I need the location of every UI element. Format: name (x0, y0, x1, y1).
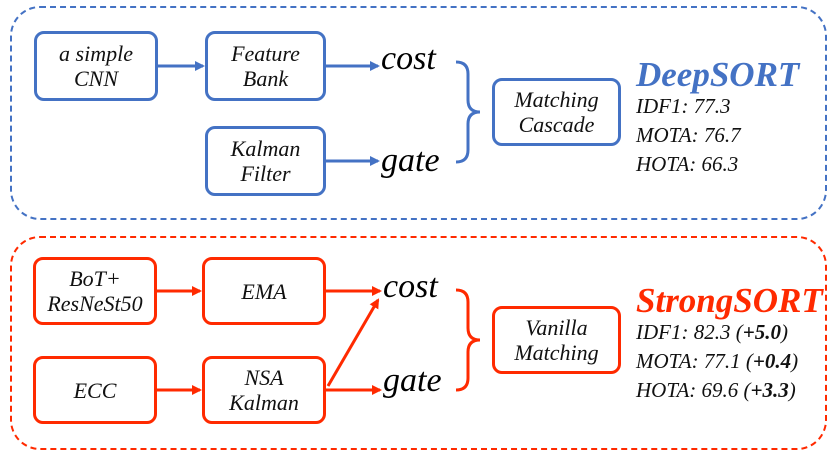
strongsort-gate-label: gate (383, 362, 442, 399)
deepsort-metric-idf1: IDF1: 77.3 (636, 94, 731, 118)
strongsort-cost-label: cost (383, 268, 438, 305)
strongsort-metrics: IDF1: 82.3 (+5.0) MOTA: 77.1 (+0.4) HOTA… (636, 318, 798, 405)
arrow-nsa-to-cost (326, 298, 380, 387)
matching-cascade-box: Matching Cascade (492, 78, 621, 146)
deepsort-cost-label: cost (381, 40, 436, 77)
deepsort-title: DeepSORT (636, 55, 800, 94)
deepsort-panel (10, 6, 827, 220)
feature-bank-box: Feature Bank (205, 31, 326, 101)
deepsort-metric-hota: HOTA: 66.3 (636, 152, 739, 176)
strongsort-brace (455, 288, 481, 392)
deepsort-metrics: IDF1: 77.3 MOTA: 76.7 HOTA: 66.3 (636, 92, 741, 179)
bot-resnest-box: BoT+ ResNeSt50 (33, 257, 157, 325)
strongsort-panel (10, 236, 827, 450)
nsa-kalman-box: NSA Kalman (202, 356, 326, 424)
deepsort-gate-label: gate (381, 142, 440, 179)
strongsort-metric-mota: MOTA: 77.1 (+0.4) (636, 349, 799, 373)
strongsort-metric-idf1: IDF1: 82.3 (+5.0) (636, 320, 788, 344)
strongsort-metric-hota: HOTA: 69.6 (+3.3) (636, 378, 796, 402)
deepsort-brace (455, 60, 481, 164)
deepsort-metric-mota: MOTA: 76.7 (636, 123, 741, 147)
ecc-box: ECC (33, 356, 157, 424)
cnn-box: a simple CNN (34, 31, 158, 101)
strongsort-title: StrongSORT (636, 281, 823, 320)
ema-box: EMA (202, 257, 326, 325)
kalman-filter-box: Kalman Filter (205, 126, 326, 196)
vanilla-matching-box: Vanilla Matching (492, 306, 621, 374)
